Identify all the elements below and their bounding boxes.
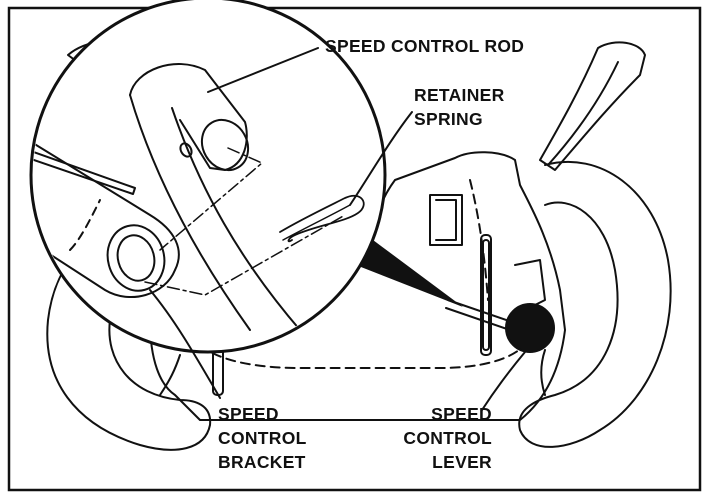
label-speed-control-lever-line1: SPEED [431, 404, 492, 424]
label-retainer-spring-line1: RETAINER [414, 85, 505, 105]
leader-speed-control-lever [481, 351, 526, 411]
label-speed-control-lever-line3: LEVER [432, 452, 492, 472]
bracket-plate [33, 139, 180, 299]
label-speed-control-rod: SPEED CONTROL ROD [325, 36, 524, 56]
bracket-slot [429, 194, 463, 246]
housing-dashed-contour [199, 344, 526, 369]
callout-wedge [338, 240, 463, 307]
detail-magnifier [29, 0, 387, 354]
labels: SPEED CONTROL ROD RETAINER SPRING SPEED … [218, 36, 524, 472]
retainer-spring [279, 194, 365, 243]
label-speed-control-bracket-line2: CONTROL [218, 428, 307, 448]
housing-outline [149, 151, 566, 421]
lever-rod [447, 299, 513, 323]
label-retainer-spring-line2: SPRING [414, 109, 483, 129]
label-speed-control-bracket-line3: BRACKET [218, 452, 306, 472]
speed-control-lever-knob [505, 303, 555, 353]
leader-lines [149, 47, 526, 411]
leader-speed-control-bracket [149, 289, 221, 399]
speed-control-rod [129, 63, 248, 171]
lever-slot [480, 234, 492, 356]
right-handle [518, 160, 672, 448]
right-handle-upright [539, 41, 646, 171]
label-speed-control-bracket-line1: SPEED [218, 404, 279, 424]
leader-retainer-spring [349, 111, 413, 206]
label-speed-control-lever-line2: CONTROL [403, 428, 492, 448]
frame-border [7, 6, 702, 492]
leader-speed-control-rod [207, 47, 319, 93]
bracket-hole [106, 224, 166, 292]
